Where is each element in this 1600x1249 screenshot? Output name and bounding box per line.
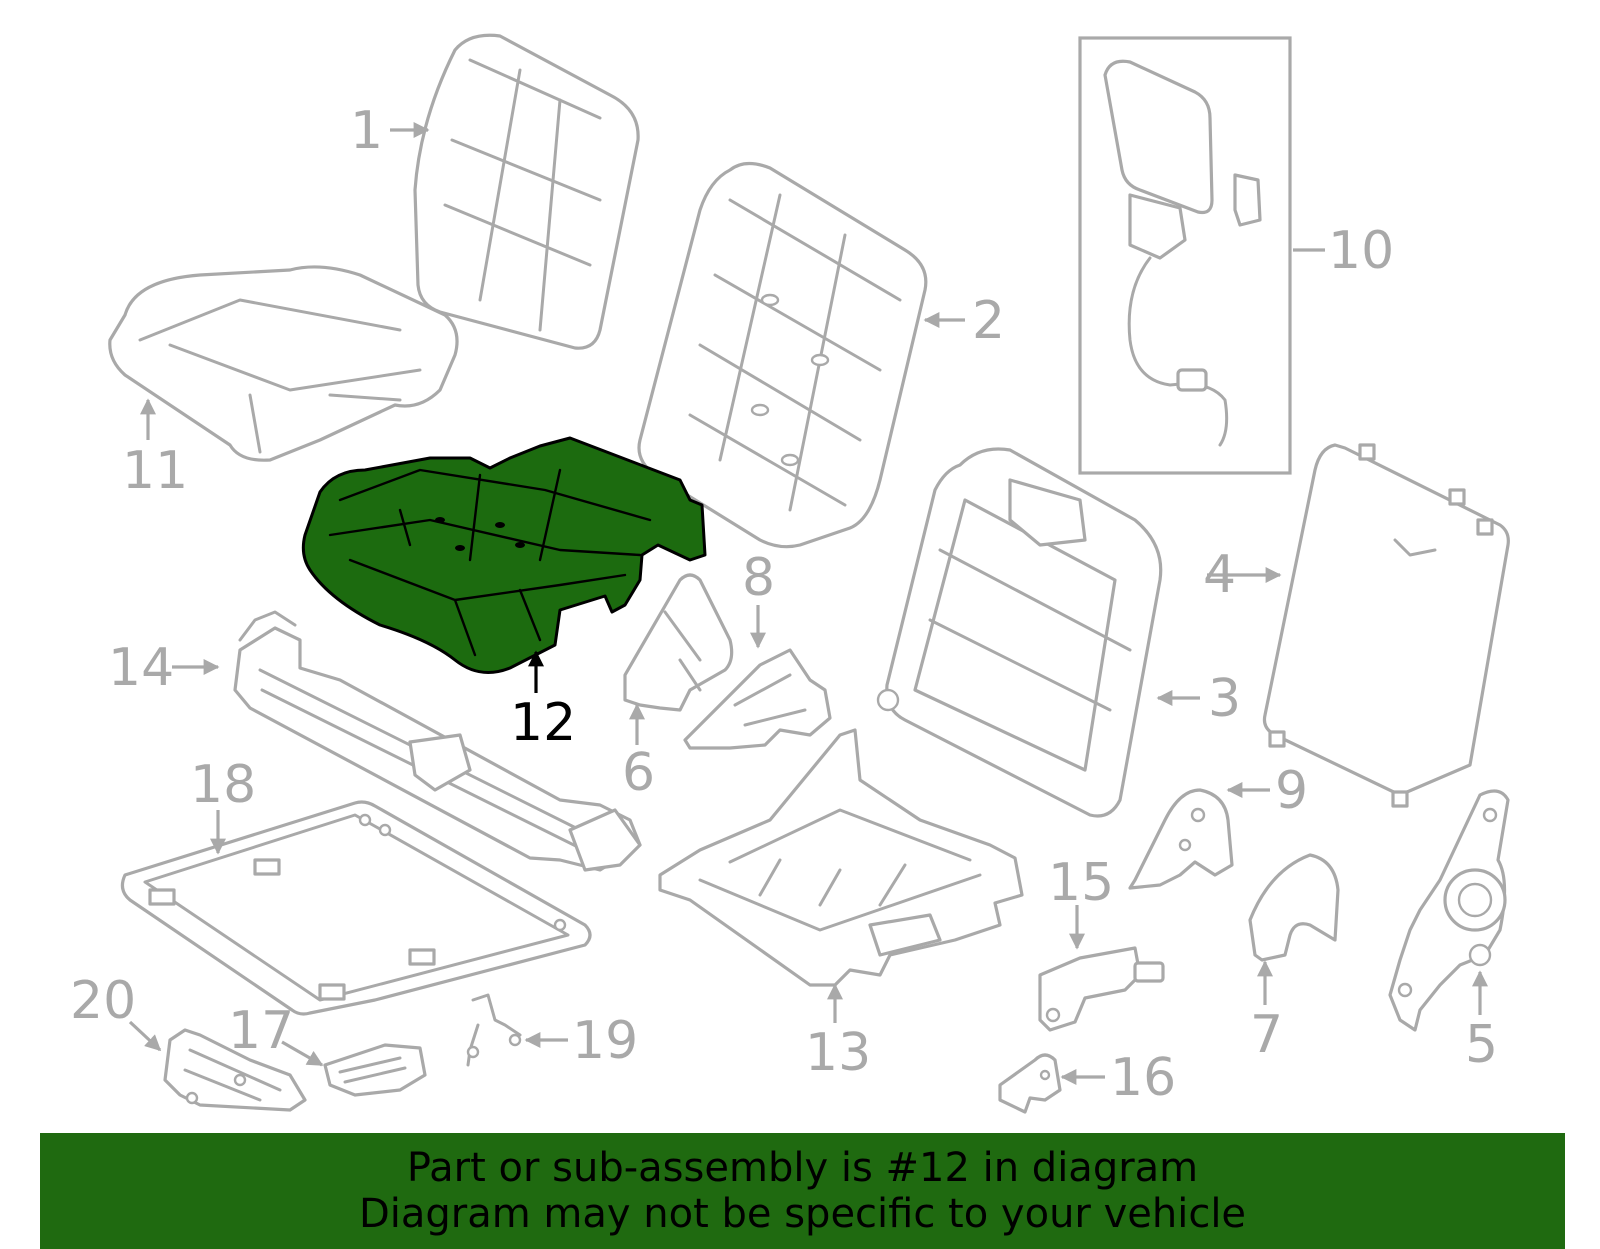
callout-17: 17 (228, 1001, 294, 1061)
callout-7: 7 (1250, 1005, 1283, 1065)
part-9-bracket[interactable] (1128, 788, 1234, 890)
callout-1: 1 (350, 101, 383, 161)
part-3-seat-back-frame[interactable] (876, 447, 1163, 818)
callout-20: 20 (70, 971, 136, 1031)
part-11-seat-cushion-cover[interactable] (108, 265, 459, 462)
callout-15: 15 (1048, 853, 1114, 913)
callout-11: 11 (122, 441, 188, 501)
info-banner: Part or sub-assembly is #12 in diagram D… (40, 1133, 1565, 1249)
leader-lines (128, 122, 1488, 1085)
callout-18: 18 (190, 755, 256, 815)
part-12-seat-cushion-pad[interactable] (301, 436, 707, 674)
callout-5: 5 (1465, 1015, 1498, 1075)
part-2-seat-back-pad[interactable] (637, 161, 928, 549)
part-16-small-bracket[interactable] (998, 1053, 1062, 1114)
banner-line-2: Diagram may not be specific to your vehi… (358, 1191, 1247, 1237)
part-14-seat-track[interactable] (233, 610, 642, 872)
callout-2: 2 (972, 291, 1005, 351)
callout-14: 14 (108, 638, 174, 698)
callout-12: 12 (510, 693, 576, 753)
part-6-bracket[interactable] (623, 573, 734, 712)
callout-19: 19 (572, 1011, 638, 1071)
part-13-lower-seat-frame[interactable] (658, 728, 1024, 987)
callout-labels: 1 2 3 4 5 6 7 8 9 10 11 12 13 14 15 16 1… (70, 101, 1498, 1108)
part-20-hinge-bracket[interactable] (163, 1028, 307, 1112)
part-1-seat-back-cover[interactable] (413, 33, 640, 350)
part-4-back-panel[interactable] (1262, 443, 1510, 808)
callout-10: 10 (1328, 221, 1394, 281)
callout-8: 8 (742, 548, 775, 608)
part-15-sensor[interactable] (1038, 946, 1165, 1032)
callout-13: 13 (805, 1023, 871, 1083)
part-18-seat-pan[interactable] (120, 800, 592, 1016)
banner-line-1: Part or sub-assembly is #12 in diagram (406, 1145, 1199, 1191)
part-17-module[interactable] (323, 1043, 427, 1097)
part-5-recliner[interactable] (1388, 789, 1510, 1032)
part-7-cover[interactable] (1248, 853, 1340, 962)
callout-6: 6 (622, 743, 655, 803)
callout-16: 16 (1110, 1048, 1176, 1108)
callout-3: 3 (1208, 669, 1241, 729)
callout-4: 4 (1203, 545, 1236, 605)
part-10-headrest[interactable] (1078, 36, 1292, 475)
part-8-bracket[interactable] (683, 648, 832, 750)
callout-9: 9 (1275, 761, 1308, 821)
part-19-wire-clip[interactable] (466, 993, 522, 1067)
